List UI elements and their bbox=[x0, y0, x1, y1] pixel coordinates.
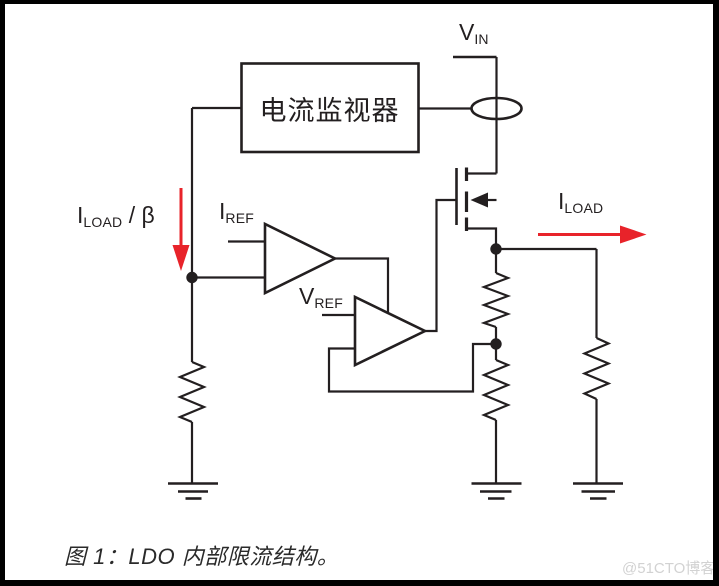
current-arrow-right-icon bbox=[538, 225, 647, 244]
ground-middle bbox=[471, 482, 522, 500]
vin-main: V bbox=[459, 19, 475, 45]
vref-main: V bbox=[299, 283, 315, 309]
pass-transistor bbox=[455, 167, 498, 249]
feedback-resistor-top bbox=[480, 271, 512, 329]
current-limit-amplifier bbox=[263, 221, 338, 296]
iload-beta-label: ILOAD / β bbox=[77, 202, 155, 230]
iload-label: ILOAD bbox=[558, 188, 604, 216]
wires bbox=[190, 106, 598, 484]
current-monitor-label: 电流监视器 bbox=[259, 95, 400, 126]
feedback-resistor-bottom bbox=[481, 358, 511, 422]
body-arrow-icon bbox=[470, 192, 488, 208]
error-amplifier bbox=[353, 294, 428, 368]
junction-dot bbox=[490, 338, 502, 350]
sense-resistor bbox=[177, 360, 207, 424]
iload-beta-suffix: / β bbox=[122, 202, 155, 228]
iref-sub: REF bbox=[225, 210, 254, 226]
vref-sub: REF bbox=[314, 295, 343, 311]
iload-beta-sub: LOAD bbox=[83, 214, 123, 230]
vin-terminal bbox=[453, 55, 498, 174]
watermark: @51CTO博客 bbox=[622, 560, 716, 577]
ground-right bbox=[573, 482, 623, 500]
iref-label: IREF bbox=[219, 198, 254, 226]
iload-sub: LOAD bbox=[564, 200, 604, 216]
current-arrow-down-icon bbox=[172, 188, 190, 271]
vref-label: VREF bbox=[299, 283, 343, 311]
iload-main: I bbox=[558, 188, 565, 214]
iload-beta-main: I bbox=[77, 202, 84, 228]
load-resistor bbox=[581, 337, 612, 400]
vin-label: VIN bbox=[459, 19, 489, 47]
junction-dot bbox=[490, 243, 502, 255]
ground-left bbox=[168, 482, 218, 500]
figure-caption: 图 1：LDO 内部限流结构。 bbox=[64, 544, 340, 569]
vin-sub: IN bbox=[474, 31, 489, 47]
iref-main: I bbox=[219, 198, 226, 224]
current-monitor-box bbox=[240, 62, 420, 154]
junction-dot bbox=[186, 271, 198, 284]
